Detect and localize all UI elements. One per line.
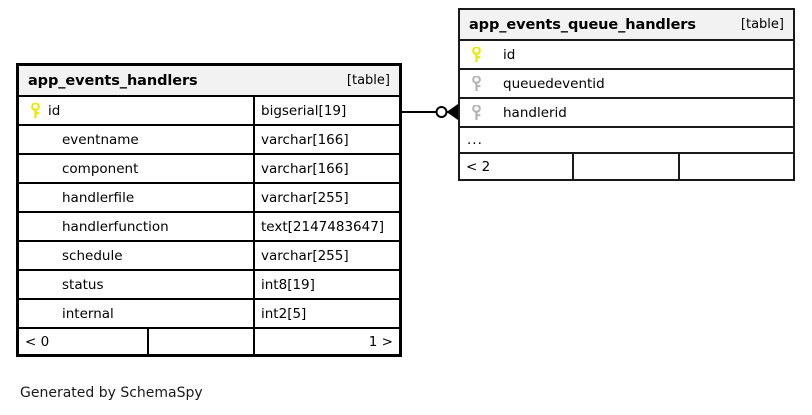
table-row[interactable]: handlerfile varchar[255] (19, 184, 399, 213)
generated-by-caption: Generated by SchemaSpy (20, 385, 203, 401)
table-row[interactable]: status int8[19] (19, 271, 399, 300)
table-name: app_events_queue_handlers (469, 16, 696, 33)
table-kind-label: [table] (346, 73, 390, 88)
column-type: varchar[255] (253, 242, 399, 269)
table-row[interactable]: internal int2[5] (19, 300, 399, 329)
children-nav-button[interactable]: 1 > (253, 329, 399, 354)
foreign-key-icon (467, 104, 485, 121)
table-columns: id queuedeventid (460, 41, 793, 154)
table-node-app-events-handlers[interactable]: app_events_handlers [table] id bigserial… (16, 63, 402, 357)
column-name: internal (62, 305, 114, 322)
column-type: text[2147483647] (253, 213, 399, 240)
table-name: app_events_handlers (28, 72, 198, 89)
parents-nav-button[interactable]: < 0 (25, 333, 50, 350)
table-row[interactable]: handlerfunction text[2147483647] (19, 213, 399, 242)
column-type: int2[5] (253, 300, 399, 327)
column-name: schedule (62, 247, 123, 264)
table-kind-label: [table] (740, 17, 784, 32)
column-type: int8[19] (253, 271, 399, 298)
primary-key-icon (467, 46, 485, 63)
table-row[interactable]: component varchar[166] (19, 155, 399, 184)
column-type: varchar[255] (253, 184, 399, 211)
footer-middle-cell[interactable] (572, 154, 678, 179)
table-row[interactable]: handlerid (460, 99, 793, 128)
table-columns: id bigserial[19] eventname varchar[166] … (19, 97, 399, 329)
children-nav-button[interactable] (678, 154, 793, 179)
column-name: component (62, 160, 139, 177)
column-name: queuedeventid (503, 75, 605, 92)
footer-middle-cell[interactable] (147, 329, 253, 354)
table-row[interactable]: id (460, 41, 793, 70)
column-name: eventname (62, 131, 139, 148)
column-name: status (62, 276, 104, 293)
table-row[interactable]: schedule varchar[255] (19, 242, 399, 271)
primary-key-icon (26, 102, 44, 119)
column-name: handlerid (503, 104, 567, 121)
column-type: bigserial[19] (253, 97, 399, 124)
table-row[interactable]: queuedeventid (460, 70, 793, 99)
table-header: app_events_handlers [table] (19, 66, 399, 97)
table-row[interactable]: id bigserial[19] (19, 97, 399, 126)
table-header: app_events_queue_handlers [table] (460, 10, 793, 41)
table-row[interactable]: eventname varchar[166] (19, 126, 399, 155)
column-name: id (503, 46, 516, 63)
column-type: varchar[166] (253, 126, 399, 153)
column-type: varchar[166] (253, 155, 399, 182)
table-node-app-events-queue-handlers[interactable]: app_events_queue_handlers [table] id (458, 8, 795, 181)
column-name: handlerfunction (62, 218, 169, 235)
foreign-key-icon (467, 75, 485, 92)
column-name: handlerfile (62, 189, 135, 206)
more-columns-indicator: ... (460, 128, 793, 154)
table-footer-nav: < 2 (460, 154, 793, 179)
column-name: id (48, 102, 61, 119)
parents-nav-button[interactable]: < 2 (466, 158, 491, 175)
table-footer-nav: < 0 1 > (19, 329, 399, 354)
